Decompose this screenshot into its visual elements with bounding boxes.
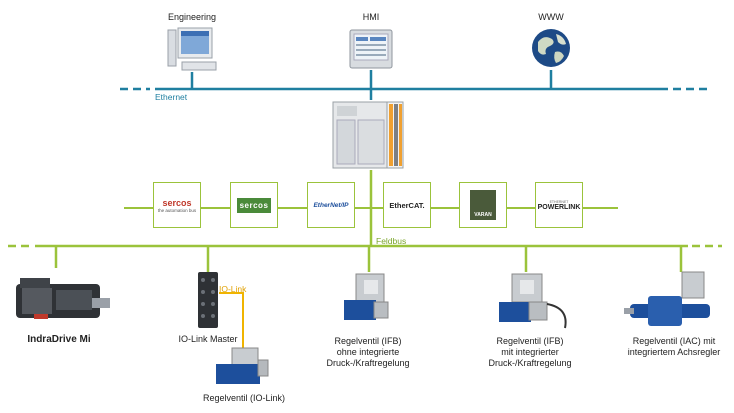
ifb-ohne-label-3: Druck-/Kraftregelung bbox=[326, 358, 410, 368]
ethernet-bus bbox=[120, 70, 712, 100]
sercos-tagline: the automation bus bbox=[157, 207, 197, 213]
hmi-label: HMI bbox=[362, 12, 380, 22]
ifb-mit-label-3: Druck-/Kraftregelung bbox=[488, 358, 572, 368]
varan-emblem: VARAN bbox=[470, 190, 496, 220]
computer-icon bbox=[167, 27, 217, 71]
sercos-logo: sercos the automation bus bbox=[153, 182, 201, 228]
hmi-panel-icon bbox=[349, 29, 393, 69]
valve-icon bbox=[499, 273, 567, 329]
globe-icon bbox=[532, 29, 570, 67]
iolink-label: IO-Link bbox=[219, 284, 247, 294]
ifb-mit-label-2: mit integrierter bbox=[501, 347, 559, 357]
ifb-ohne-label-1: Regelventil (IFB) bbox=[334, 336, 402, 346]
valve-icon bbox=[344, 273, 389, 320]
valve-icon bbox=[624, 271, 710, 326]
ethercat-wordmark: EtherCAT. bbox=[389, 200, 425, 210]
iac-label-1: Regelventil (IAC) mit bbox=[632, 336, 716, 346]
iac-label-2: integriertem Achsregler bbox=[627, 347, 721, 357]
varan-wordmark: VARAN bbox=[474, 212, 492, 218]
valve-icon bbox=[216, 347, 269, 384]
feldbus-label: Feldbus bbox=[376, 236, 407, 246]
sercos-wordmark: sercos bbox=[162, 197, 192, 208]
iolink-line bbox=[219, 292, 244, 350]
iolink-master-label: IO-Link Master bbox=[178, 334, 238, 344]
indradrive-label: IndraDrive Mi bbox=[27, 334, 91, 345]
controller-icon bbox=[332, 101, 404, 169]
feldbus-bus bbox=[8, 170, 722, 272]
ethernetip-logo: EtherNet/IP bbox=[307, 182, 355, 228]
iolink-master-icon bbox=[198, 272, 218, 328]
ethernet-label: Ethernet bbox=[155, 92, 188, 102]
ethercat-logo: EtherCAT. bbox=[383, 182, 431, 228]
www-label: WWW bbox=[538, 12, 564, 22]
ethernetip-wordmark: EtherNet/IP bbox=[313, 201, 349, 209]
ifb-ohne-label-2: ohne integrierte bbox=[336, 347, 400, 357]
iolink-valve-label: Regelventil (IO-Link) bbox=[202, 393, 286, 403]
sercos3-logo: sercos bbox=[230, 182, 278, 228]
varan-logo: VARAN bbox=[459, 182, 507, 228]
powerlink-wordmark: POWERLINK bbox=[537, 203, 581, 211]
ifb-mit-label-1: Regelventil (IFB) bbox=[496, 336, 564, 346]
drive-icon bbox=[16, 278, 110, 319]
sercos3-wordmark: sercos bbox=[236, 197, 272, 213]
powerlink-logo: ETHERNET POWERLINK bbox=[535, 182, 583, 228]
powerlink-small: ETHERNET bbox=[549, 199, 569, 204]
engineering-label: Engineering bbox=[167, 12, 217, 22]
